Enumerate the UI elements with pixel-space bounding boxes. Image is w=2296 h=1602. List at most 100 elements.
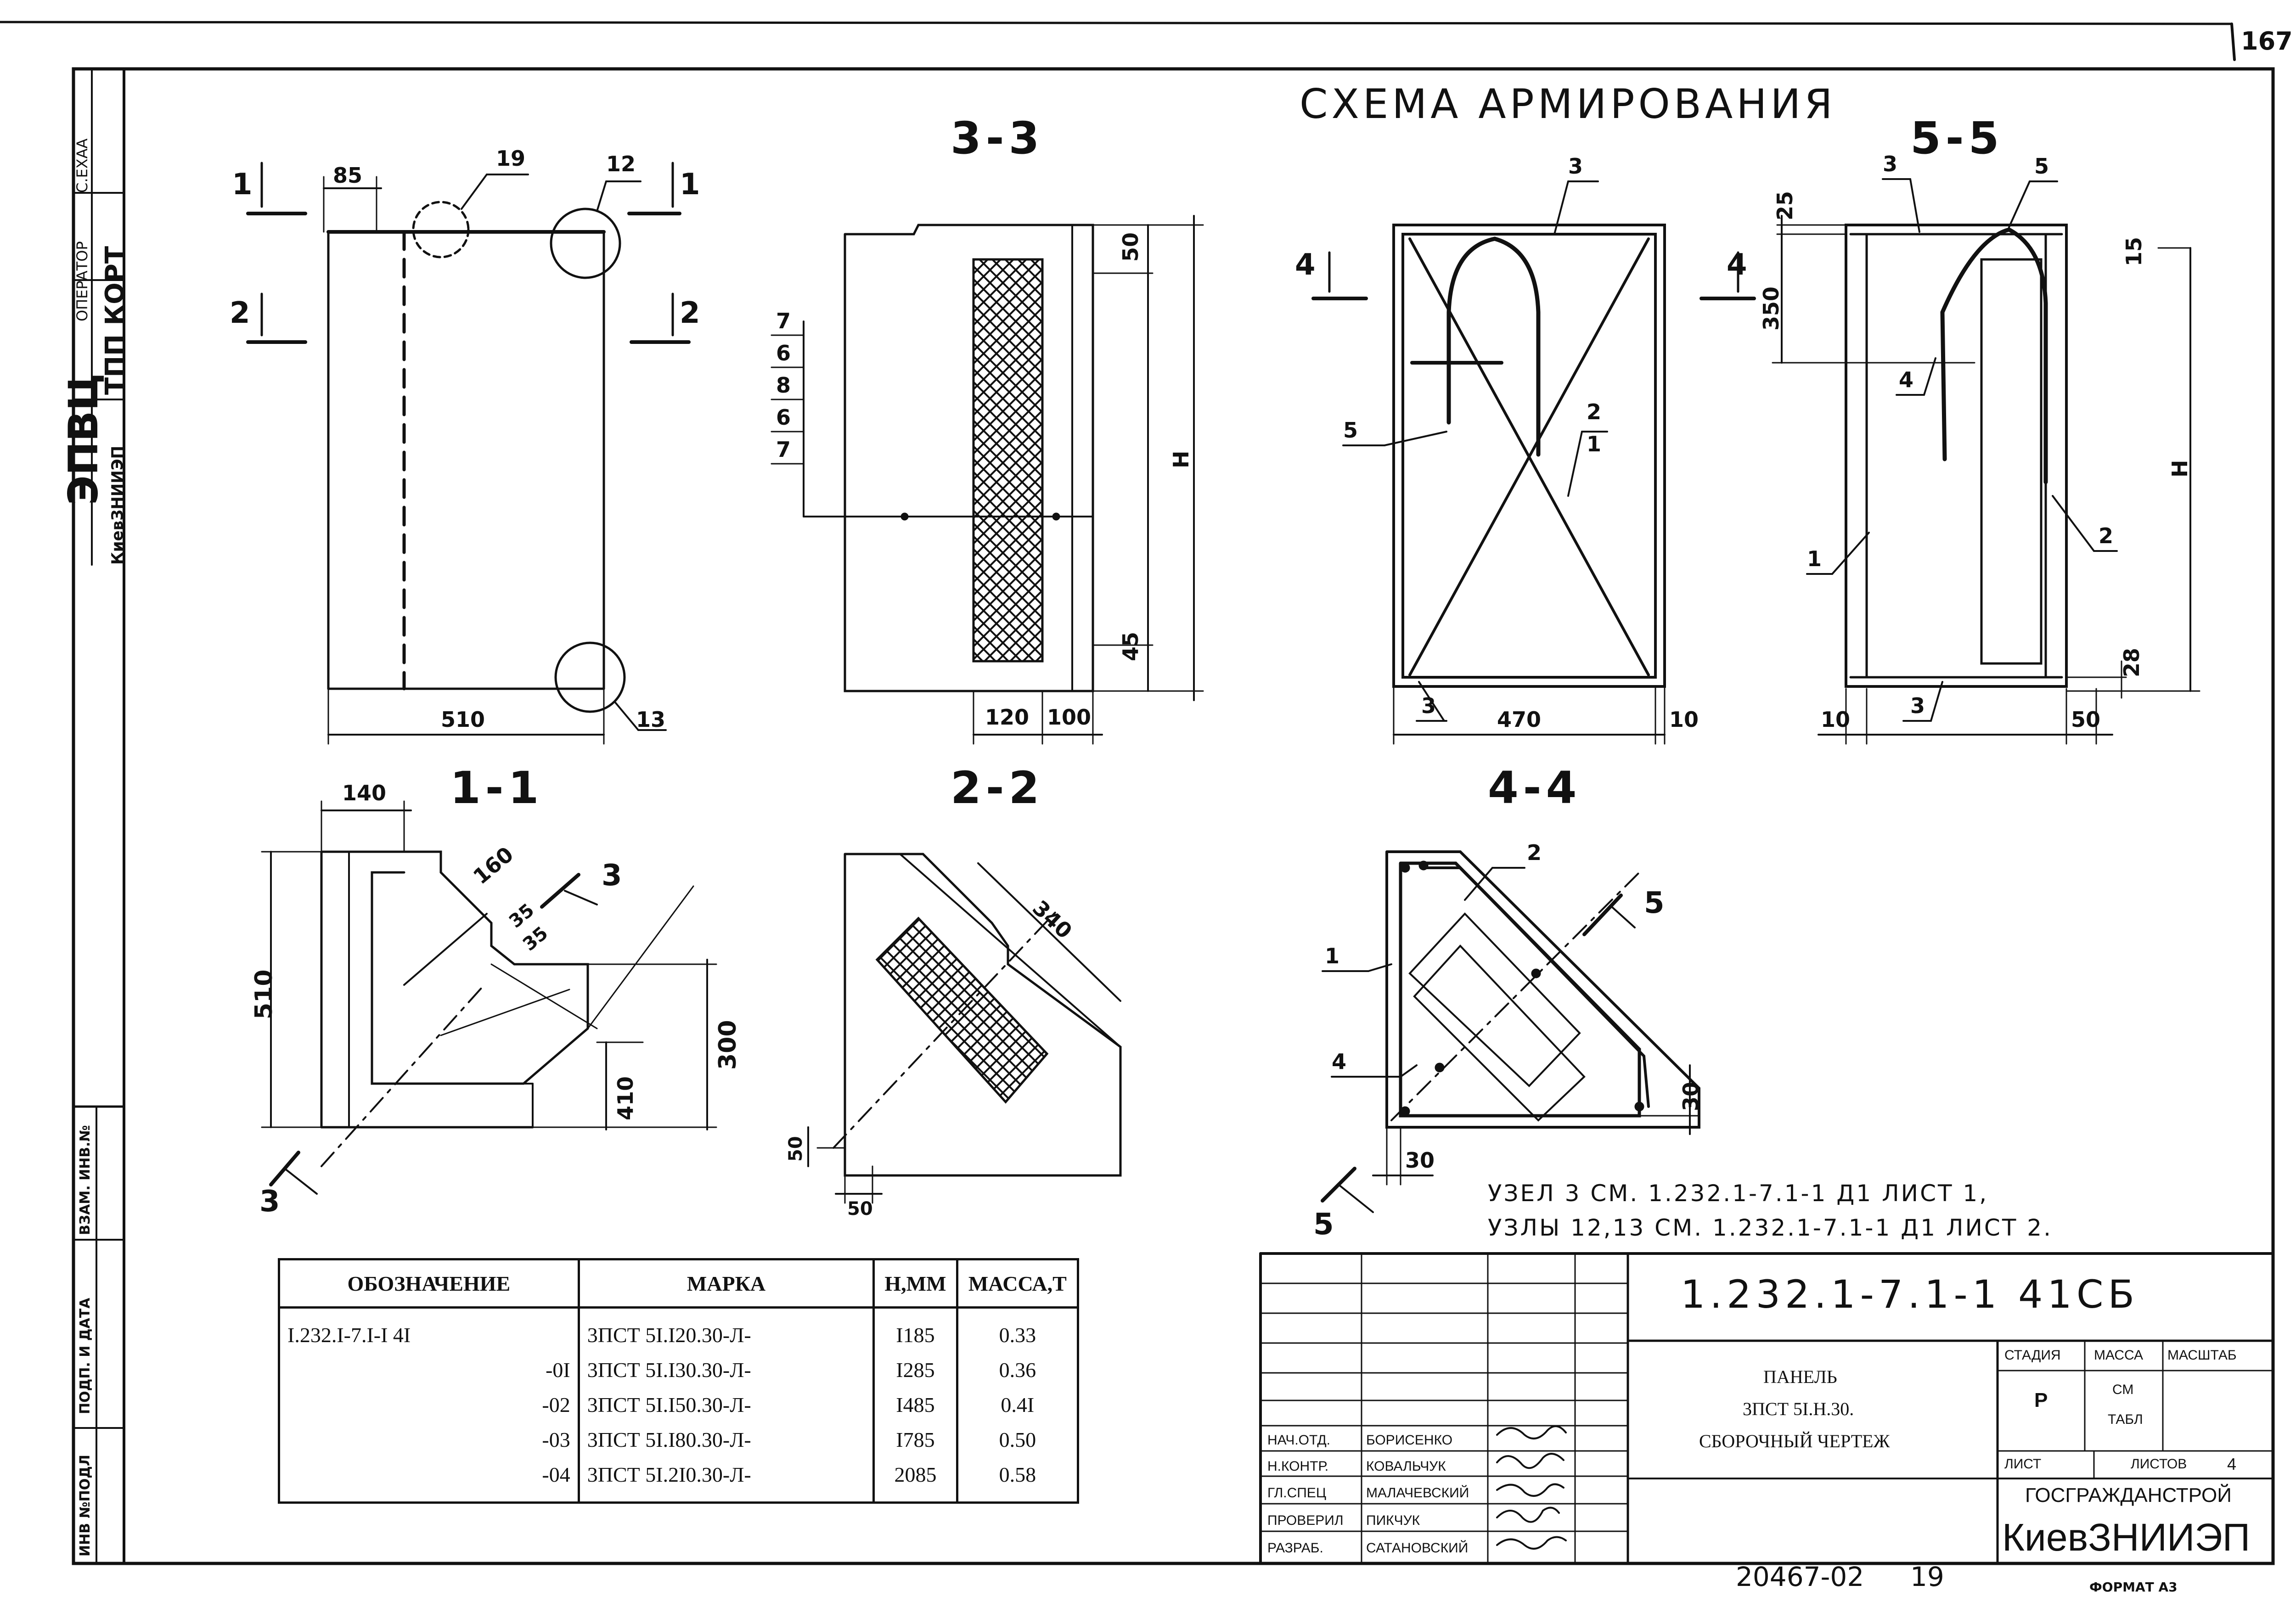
s44-dim-30-bottom: 30 (1405, 1148, 1435, 1173)
spec-mass-1: 0.36 (999, 1358, 1036, 1382)
s33-leader-4: 6 (776, 405, 791, 430)
s22-dim-50-left: 50 (785, 1136, 806, 1162)
s33-dim-50: 50 (1118, 232, 1143, 262)
role-label-0: НАЧ.ОТД. (1267, 1433, 1330, 1448)
strip-inv-1: ИНВ №ПОДЛ (77, 1455, 93, 1557)
title-block-sheets-value: 4 (2227, 1455, 2237, 1473)
s11-mark-3-top: 3 (602, 859, 622, 893)
spec-mass-3: 0.50 (999, 1428, 1036, 1451)
title-block-item-3: СБОРОЧНЫЙ ЧЕРТЕЖ (1699, 1431, 1890, 1451)
s55-dim-28: 28 (2119, 647, 2144, 677)
elev-callout-3-top: 3 (1568, 154, 1583, 179)
section-title-1-1: 1-1 (450, 762, 544, 814)
role-name-2: МАЛАЧЕВСКИЙ (1366, 1485, 1469, 1501)
s33-dim-45: 45 (1118, 631, 1143, 661)
plan-callout-19: 19 (496, 146, 526, 171)
spec-header-designation: ОБОЗНАЧЕНИЕ (278, 1258, 580, 1309)
s55-callout-3-bottom: 3 (1910, 693, 1925, 718)
elev-callout-1: 1 (1587, 432, 1602, 456)
spec-h-0: I185 (896, 1323, 935, 1347)
spec-col-mass: 0.33 0.36 0.4I 0.50 0.58 (956, 1306, 1080, 1504)
spec-header-mass: МАССА,Т (956, 1258, 1080, 1309)
s22-dim-50-bottom: 50 (847, 1198, 873, 1220)
role-label-1: Н.КОНТР. (1267, 1459, 1329, 1474)
s44-mark-5-bottom: 5 (1313, 1208, 1334, 1242)
s55-callout-3: 3 (1883, 152, 1898, 176)
plan-mark-1-right: 1 (680, 168, 700, 202)
spec-designation-03: -03 (542, 1428, 570, 1451)
s55-callout-2: 2 (2099, 523, 2114, 548)
role-label-3: ПРОВЕРИЛ (1267, 1513, 1344, 1528)
section-title-5-5: 5-5 (1910, 112, 2004, 164)
section-title-3-3: 3-3 (951, 112, 1044, 164)
title-block-item-2: 3ПСТ 5I.Н.30. (1743, 1399, 1854, 1419)
spec-col-designation: I.232.I-7.I-I 4I -0I -02 -03 -04 (278, 1306, 580, 1504)
title-block-code: 1.232.1-7.1-1 41СБ (1681, 1272, 2139, 1317)
section-title-4-4: 4-4 (1488, 762, 1581, 814)
section-title-2-2: 2-2 (951, 762, 1044, 814)
title-block-mass-value-1: СМ (2112, 1382, 2134, 1397)
title-block-scale-label: МАСШТАБ (2167, 1348, 2237, 1363)
title-block-sheets-label: ЛИСТОВ (2131, 1456, 2187, 1472)
note-line-2: УЗЛЫ 12,13 СМ. 1.232.1-7.1-1 Д1 ЛИСТ 2. (1488, 1214, 2053, 1241)
spec-col-h: I185 I285 I485 I785 2085 (872, 1306, 958, 1504)
spec-mass-0: 0.33 (999, 1323, 1036, 1347)
spec-designation-02: -02 (542, 1393, 570, 1417)
note-line-1: УЗЕЛ 3 СМ. 1.232.1-7.1-1 Д1 ЛИСТ 1, (1488, 1180, 1989, 1207)
s44-callout-2: 2 (1527, 840, 1542, 865)
s11-dim-300: 300 (714, 1020, 742, 1070)
title-block-org-1: ГОСГРАЖДАНСТРОЙ (2025, 1484, 2232, 1506)
s44-callout-4: 4 (1332, 1049, 1347, 1074)
footer-doc-number: 20467-02 (1736, 1561, 1864, 1592)
spec-col-mark: 3ПСТ 5I.I20.30-Л- 3ПСТ 5I.I30.30-Л- 3ПСТ… (577, 1306, 875, 1504)
role-name-4: САТАНОВСКИЙ (1366, 1540, 1469, 1556)
plan-dim-85: 85 (333, 163, 363, 188)
title-block-mass-value-2: ТАБЛ (2108, 1412, 2143, 1427)
spec-h-3: I785 (896, 1428, 935, 1451)
spec-mark-3: 3ПСТ 5I.I80.30-Л- (587, 1428, 751, 1451)
plan-callout-12: 12 (606, 152, 636, 176)
spec-mark-1: 3ПСТ 5I.I30.30-Л- (587, 1358, 751, 1382)
strip-inv-3: ВЗАМ. ИНВ.№ (77, 1125, 93, 1235)
s55-height-label: Н (2167, 460, 2192, 478)
spec-header-h: Н,ММ (872, 1258, 958, 1309)
spec-table-body: I.232.I-7.I-I 4I -0I -02 -03 -04 3ПСТ 5I… (278, 1306, 1080, 1504)
s33-leader-1: 7 (776, 309, 791, 333)
spec-mark-0: 3ПСТ 5I.I20.30-Л- (587, 1323, 751, 1347)
strip-dept: ТПП КОРТ (100, 246, 130, 395)
s11-dim-140: 140 (342, 781, 387, 805)
elev-dim-10: 10 (1669, 707, 1699, 732)
s55-dim-15: 15 (2122, 236, 2146, 266)
strip-operator: ОПЕРАТОР (73, 241, 91, 321)
s55-callout-4: 4 (1899, 367, 1914, 392)
s44-mark-5-top: 5 (1644, 886, 1665, 920)
title-block-sheet-label: ЛИСТ (2004, 1456, 2042, 1472)
s55-callout-5: 5 (2034, 154, 2049, 179)
title-block-stage-label: СТАДИЯ (2004, 1348, 2061, 1363)
strip-top-label: С.ЕХАА (73, 138, 91, 193)
plan-mark-1-left: 1 (232, 168, 253, 202)
spec-designation-04: -04 (542, 1463, 570, 1486)
s33-leader-3: 8 (776, 373, 791, 398)
title-block-org-2: КиевЗНИИЭП (2002, 1516, 2251, 1559)
s33-height-label: Н (1169, 450, 1193, 469)
spec-mass-4: 0.58 (999, 1463, 1036, 1486)
title-block-mass-label: МАССА (2094, 1348, 2144, 1363)
spec-designation-01: -0I (546, 1358, 570, 1382)
role-name-0: БОРИСЕНКО (1366, 1433, 1453, 1448)
s55-dim-10: 10 (1821, 707, 1851, 732)
s11-dim-410: 410 (613, 1076, 638, 1120)
role-name-1: КОВАЛЬЧУК (1366, 1459, 1446, 1474)
spec-table: ОБОЗНАЧЕНИЕ МАРКА Н,ММ МАССА,Т I.232.I-7… (278, 1258, 1080, 1504)
s55-dim-25: 25 (1773, 191, 1797, 220)
spec-header-mark: МАРКА (577, 1258, 875, 1309)
elev-callout-5: 5 (1343, 418, 1358, 443)
spec-mark-4: 3ПСТ 5I.2I0.30-Л- (587, 1463, 751, 1486)
s33-dim-120: 120 (985, 705, 1030, 730)
elev-mark-4-right: 4 (1727, 248, 1747, 282)
s33-dim-100: 100 (1047, 705, 1092, 730)
role-name-3: ПИКЧУК (1366, 1513, 1420, 1528)
s55-dim-50: 50 (2071, 707, 2101, 732)
plan-mark-2-right: 2 (680, 296, 700, 330)
